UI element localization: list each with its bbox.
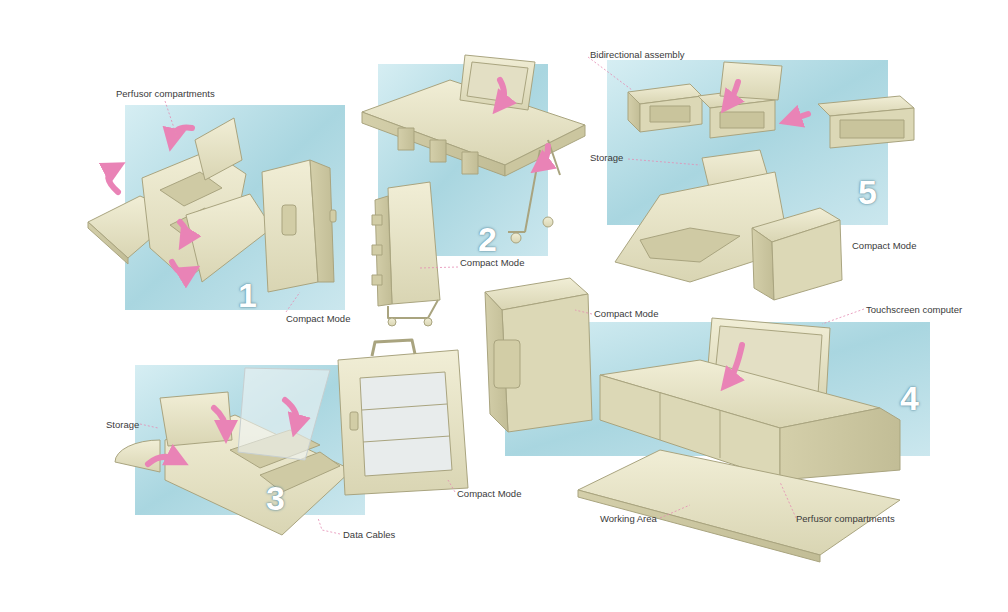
callout-label: Compact Mode [286, 314, 350, 324]
callout-label: Compact Mode [852, 241, 916, 251]
callout-number: 2 [478, 222, 497, 256]
callout-label: Storage [106, 420, 139, 430]
callout-label: Touchscreen computer [866, 305, 962, 315]
callout-label: Storage [590, 153, 623, 163]
callout-label: Compact Mode [460, 258, 524, 268]
callout-label: Data Cables [343, 530, 395, 540]
callout-label: Working Area [600, 514, 657, 524]
callout-label: Perfusor compartments [796, 514, 895, 524]
callout-label: Compact Mode [457, 489, 521, 499]
panel [125, 105, 345, 310]
callout-number: 5 [858, 175, 877, 209]
callout-number: 1 [238, 278, 257, 312]
callout-number: 3 [266, 481, 285, 515]
callout-label: Compact Mode [594, 309, 658, 319]
callout-number: 4 [900, 381, 919, 415]
callout-label: Bidirectional assembly [590, 50, 685, 60]
callout-label: Perfusor compartments [116, 89, 215, 99]
